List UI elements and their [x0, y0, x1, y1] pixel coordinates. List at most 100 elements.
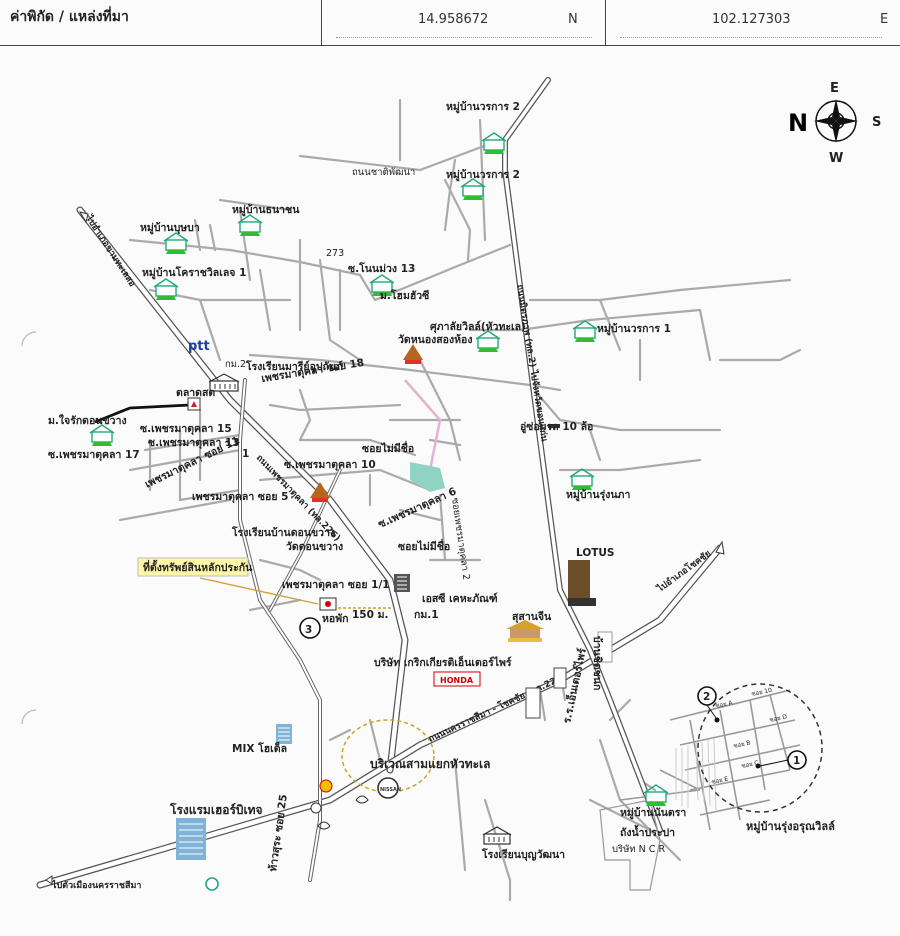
label-waterplant: ถังน้ำประปา	[620, 824, 675, 839]
label-soi-10b: ซอย 10	[751, 687, 773, 698]
property-marker-icon	[319, 597, 337, 611]
label-lotus: LOTUS	[576, 547, 615, 559]
label-soi10: ซ.เพชรมาตุคลา 10	[284, 459, 376, 472]
house-icon-jaikrua	[89, 424, 115, 446]
building-icon-hotel	[176, 818, 206, 860]
gas-icon	[310, 802, 322, 814]
property-callout: ที่ตั้งทรัพย์สินหลักประกัน	[137, 557, 319, 605]
label-soi-c: ซอย C	[741, 760, 759, 770]
school-icon-1	[208, 373, 240, 392]
nissan-logo	[377, 777, 399, 799]
house-icon-rungnapa	[569, 468, 595, 490]
gas-icon-3	[317, 821, 331, 830]
label-hotel: โรงแรมเฮอร์บิเทจ	[169, 802, 263, 817]
label-soi-d: ซอย D	[769, 713, 788, 724]
label-school3: โรงเรียนบุญวัฒนา	[481, 848, 565, 862]
label-soi-a: ซอย A	[715, 699, 734, 710]
gas-icon-2	[355, 795, 369, 804]
label-school2: โรงเรียนบ้านดอนขวาง	[231, 526, 335, 539]
road-label-r4: ถนนมิตรภาพ (ทล.2) ไปจังหวัดขอนแก่น	[514, 284, 551, 444]
coordinate-label: ค่าพิกัด / แหล่งที่มา	[10, 9, 129, 25]
building-icon-lotus	[568, 560, 596, 606]
label-thanachon: หมู่บ้านธนาชน	[232, 203, 300, 217]
label-market: ตลาดสด	[176, 387, 215, 399]
place-labels: หมู่บ้านวรการ 2 หมู่บ้านวรการ 2 หมู่บ้าน…	[48, 100, 835, 873]
subdivision-lots	[675, 737, 717, 811]
longitude-cell: 102.127303 E	[606, 0, 900, 46]
house-icon-moihyoudsee	[369, 274, 395, 296]
label-sawanvilla: บ้านชิดชนก	[591, 636, 604, 690]
major-roads	[36, 77, 724, 889]
school-icon-3	[482, 826, 512, 845]
label-worakan2a: หมู่บ้านวรการ 2	[446, 100, 520, 114]
property-callout-line	[199, 577, 319, 605]
label-km1: กม.1	[414, 609, 439, 621]
road-label-r1: ไปอำเภอขามทะเลสอ	[83, 212, 139, 289]
label-shrine: สุสานจีน	[512, 610, 552, 624]
location-map: E N S W ไปอำเภอขามทะเลสอ ถนนชาติพัฒนา ถน…	[21, 77, 881, 902]
label-company: บริษัท เกริกเกียรติเอ็นเตอร์ไพร์	[374, 655, 512, 669]
binder-hole-top	[21, 331, 37, 347]
subdivision-dashed-boundary	[697, 683, 823, 813]
soi-road-black	[94, 403, 191, 424]
longitude-underline	[620, 37, 882, 38]
binder-hole-bottom	[21, 709, 37, 725]
label-watnong: วัดหนองสองห้อง	[398, 333, 472, 346]
subdivision-grid	[619, 689, 801, 831]
label-school1: โรงเรียนมารีย์อุปถัมภ์	[245, 360, 343, 374]
label-dorm: หอพัก	[322, 613, 349, 625]
label-soi17: ซ.เพชรมาตุคลา 17	[48, 449, 140, 462]
label-worakan2b: หมู่บ้านวรการ 2	[446, 168, 520, 182]
label-soi25: ท้าวสุระ ซอย 25	[266, 793, 291, 872]
label-pichamon: หมู่บ้านนันตรา	[620, 806, 686, 820]
binder-holes	[21, 331, 37, 725]
house-icon-pichamon	[643, 784, 669, 806]
label-soi-b: ซอย B	[733, 740, 751, 750]
label-boonyanan: หมู่บ้านบุษบา	[140, 221, 200, 235]
marker-2: 2	[703, 691, 710, 703]
label-273: 273	[326, 248, 344, 259]
label-intersection: บริเวณสามแยกหัวทะเล	[370, 757, 491, 771]
label-soi13: ซ.เพชรมาตุคลา 13	[148, 437, 240, 450]
road-label-r2: ถนนชาติพัฒนา	[352, 167, 415, 178]
house-icon-worakan2b	[460, 178, 486, 200]
label-num1: 1	[242, 448, 249, 460]
longitude-value: 102.127303	[712, 12, 791, 27]
label-soimai2: ซอยไม่มีชื่อ	[398, 538, 450, 553]
nissan-text: NISSAN	[380, 787, 401, 793]
honda-logo	[433, 671, 481, 687]
marker-3: 3	[305, 624, 312, 636]
house-icon-worakan1	[572, 320, 598, 342]
honda-text: HONDA	[440, 676, 474, 685]
label-mix: MIX โฮเต็ล	[232, 741, 287, 755]
label-rungnapa: หมู่บ้านรุ่งนภา	[566, 488, 630, 502]
label-km2: กม.2	[225, 359, 246, 370]
shell-icon	[319, 779, 333, 793]
road-label-r8: ซอยเพชรมาตุคลา 2	[449, 497, 471, 581]
pond-shape	[410, 462, 445, 492]
house-icon-suratthani	[475, 330, 501, 352]
label-soi-e: ซอย E	[711, 776, 729, 786]
ptt-logo: ptt	[188, 339, 210, 354]
property-callout-text: ที่ตั้งทรัพย์สินหลักประกัน	[143, 559, 253, 574]
village-icons: ptt HONDA NISSAN	[89, 132, 669, 891]
bank-icon	[205, 877, 219, 891]
shrine-icon	[506, 620, 544, 642]
latitude-cell: 14.958672 N	[322, 0, 606, 46]
latitude-underline	[336, 37, 592, 38]
house-icon-thanachon	[237, 214, 263, 236]
house-icon-boonyanan	[163, 232, 189, 254]
label-rungaroon: หมู่บ้านรุ่งอรุณวิลล์	[746, 820, 835, 834]
latitude-direction: N	[568, 12, 578, 27]
building-icon-villa	[597, 631, 613, 663]
label-jaikrua: ม.ใจรักดอนขวาง	[48, 413, 127, 427]
market-icon	[187, 397, 201, 411]
secondary-road	[404, 379, 442, 471]
temple-icon-watnong	[403, 344, 423, 364]
road-label-r7: ไปตัวเมืองนครราชสีมา	[51, 879, 141, 891]
repair-icon	[548, 424, 560, 428]
label-suratthani: ศุภาลัยวิลล์(หัวทะเล)	[430, 320, 526, 334]
latitude-value: 14.958672	[418, 12, 489, 27]
building-icon-company	[525, 687, 541, 719]
numbered-markers: 3 2 1	[299, 607, 807, 770]
